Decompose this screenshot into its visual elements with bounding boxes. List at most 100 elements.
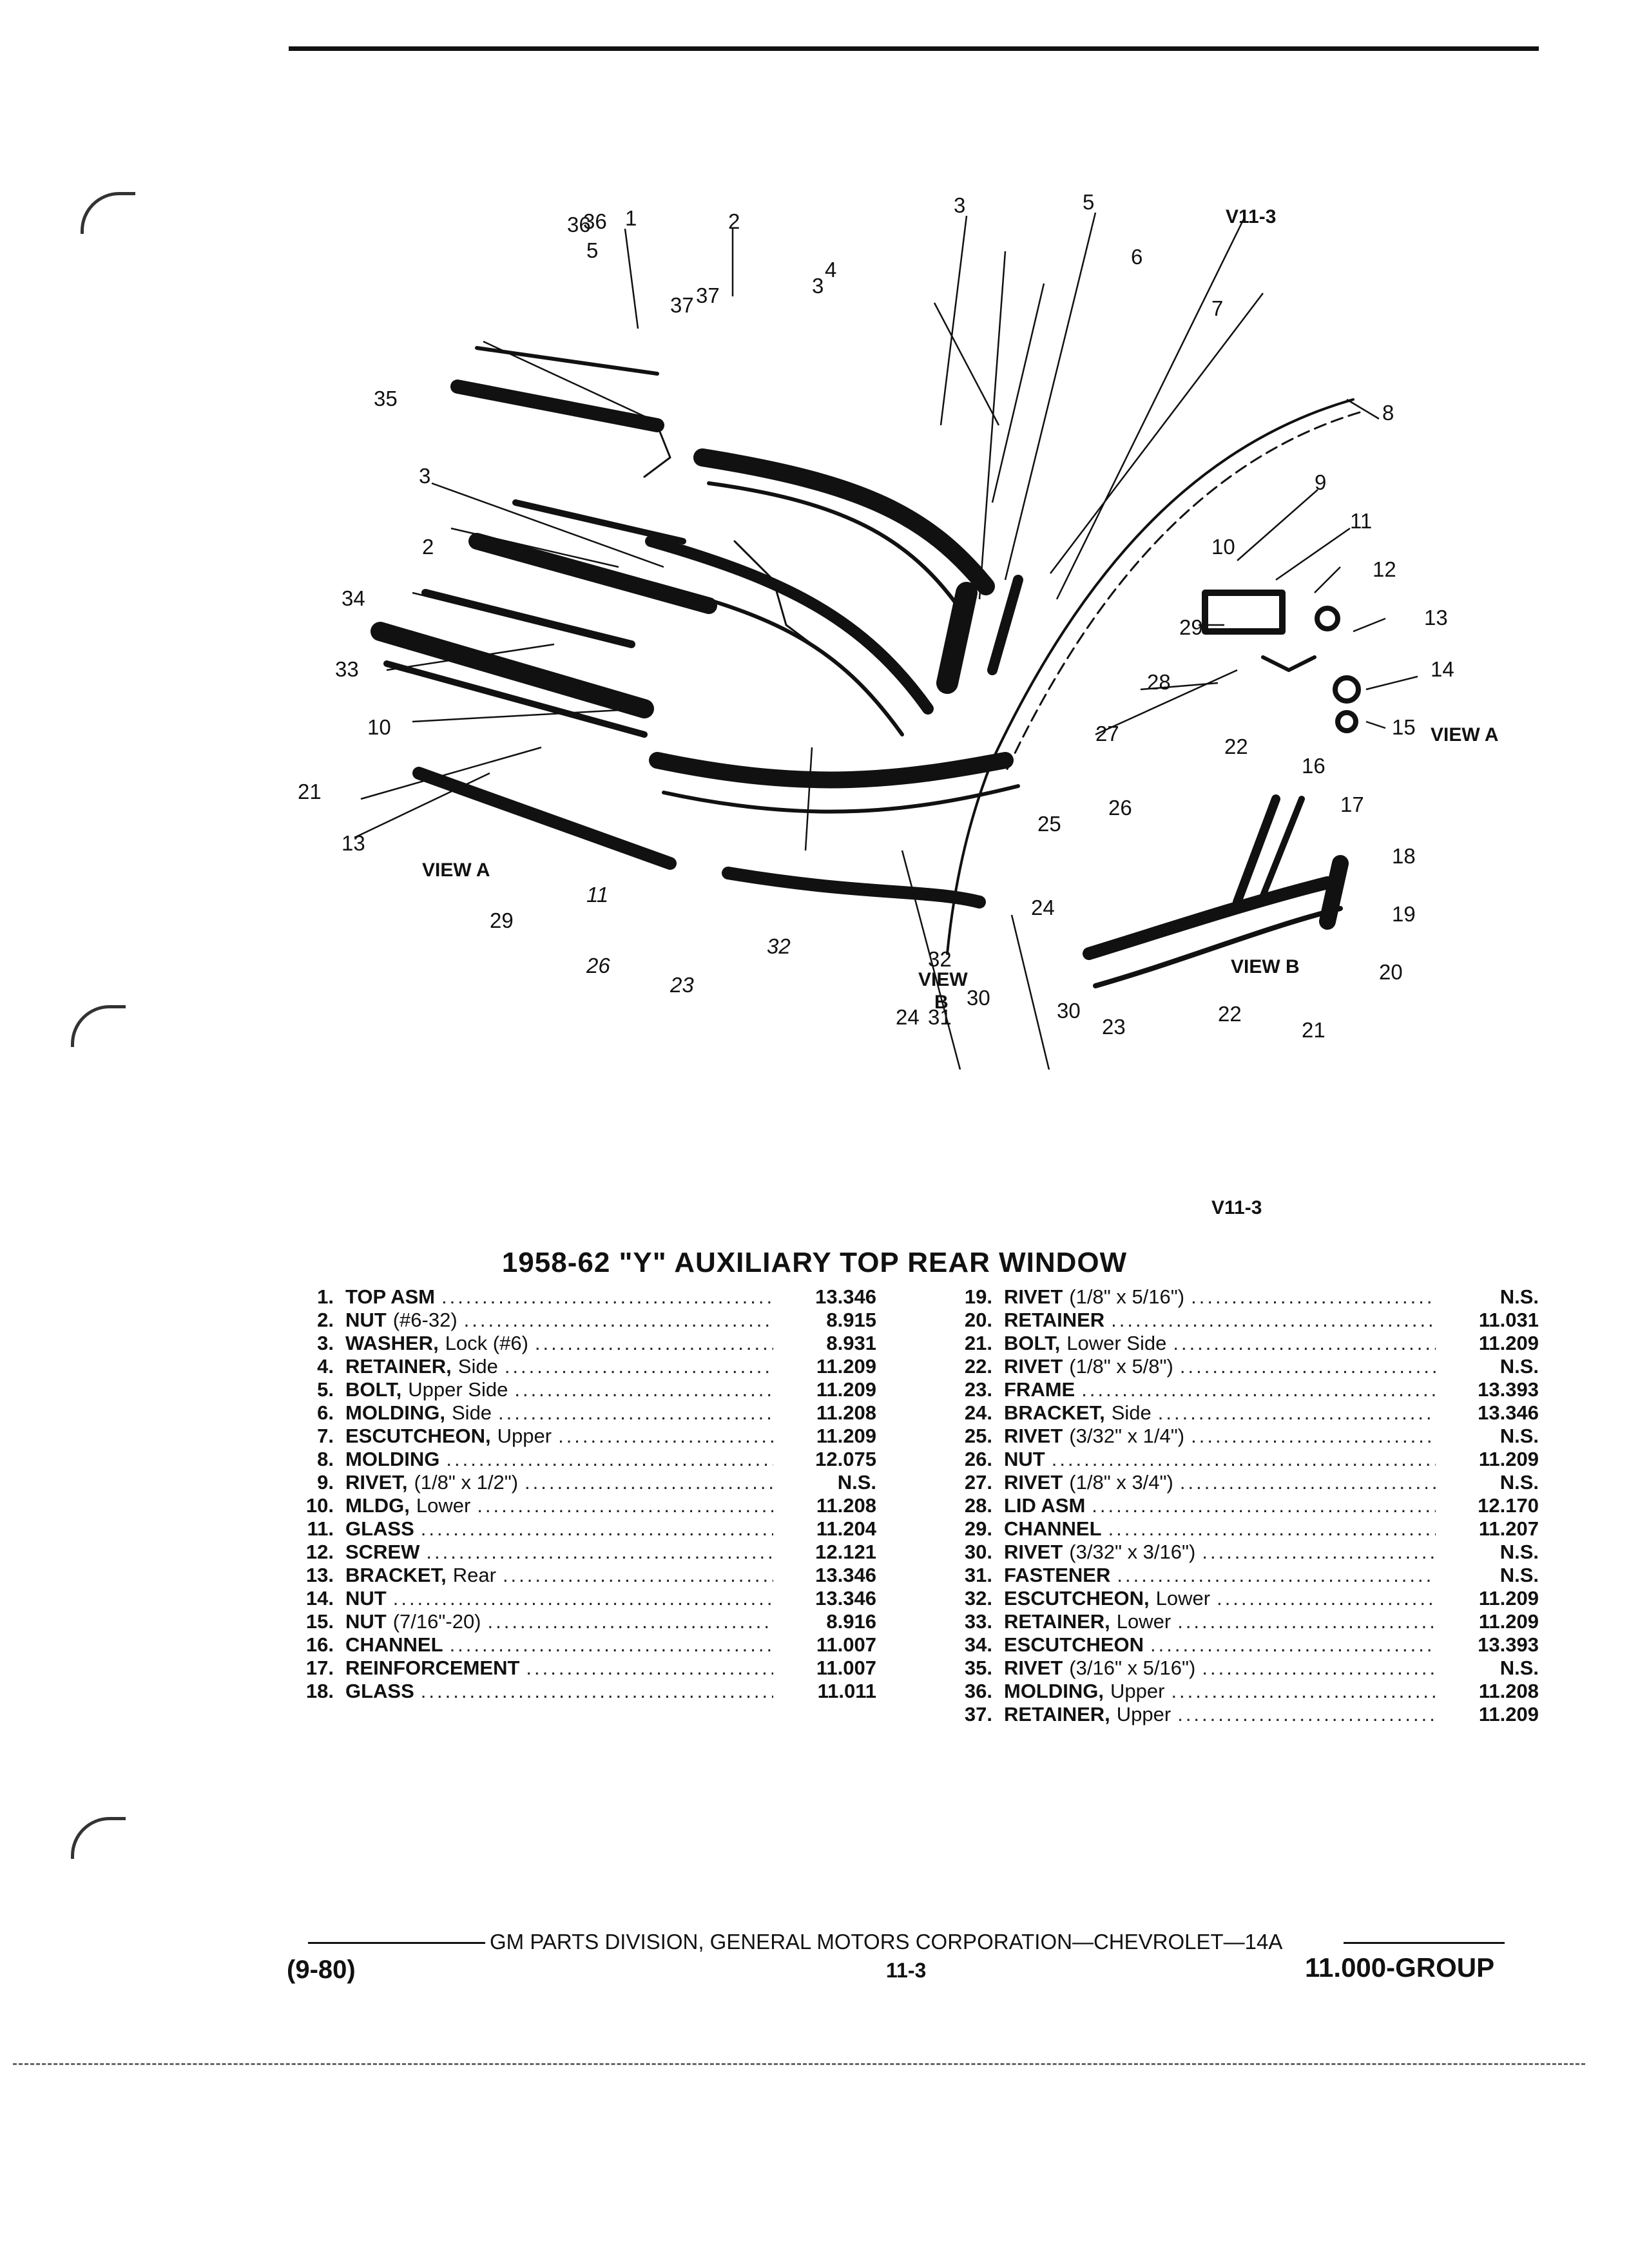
svg-text:11: 11 <box>1350 509 1372 533</box>
group-number: 11.209 <box>816 1355 876 1378</box>
part-number: 27. <box>964 1471 992 1494</box>
part-number: 28. <box>964 1494 992 1517</box>
part-name: ESCUTCHEON, <box>345 1425 491 1447</box>
group-number: 13.346 <box>815 1285 876 1308</box>
svg-text:13: 13 <box>342 831 365 855</box>
svg-text:6: 6 <box>1131 245 1142 269</box>
part-description: (1/8" x 3/4") <box>1069 1471 1173 1494</box>
view-a-label-right: VIEW A <box>1431 724 1499 745</box>
part-number: 34. <box>964 1633 992 1656</box>
group-number: 11.208 <box>1478 1680 1539 1702</box>
group-number: 8.915 <box>826 1309 876 1331</box>
leader-dots <box>1092 1494 1436 1517</box>
part-number: 14. <box>305 1587 334 1610</box>
part-row: 6.MOLDING,Side11.208 <box>284 1401 876 1425</box>
part-name: ESCUTCHEON, <box>1004 1587 1150 1610</box>
parts-list-right: 19.RIVET(1/8" x 5/16")N.S.20.RETAINER11.… <box>942 1285 1539 1726</box>
part-name: CHANNEL <box>345 1633 443 1656</box>
svg-text:22: 22 <box>1224 735 1248 758</box>
part-description: Upper Side <box>408 1378 508 1401</box>
group-number: 11.207 <box>1478 1517 1539 1540</box>
part-number: 12. <box>305 1541 334 1563</box>
part-row: 9.RIVET,(1/8" x 1/2")N.S. <box>284 1471 876 1494</box>
part-row: 34.ESCUTCHEON13.393 <box>942 1633 1539 1657</box>
part-name: RETAINER, <box>345 1355 452 1378</box>
part-row: 24.BRACKET,Side13.346 <box>942 1401 1539 1425</box>
part-name: SCREW <box>345 1541 420 1563</box>
leader-dots <box>1202 1657 1436 1680</box>
part-number: 31. <box>964 1564 992 1586</box>
leader-dots <box>1173 1332 1436 1355</box>
leader-dots <box>503 1564 773 1587</box>
svg-text:9: 9 <box>1315 470 1326 494</box>
part-row: 15.NUT(7/16"-20)8.916 <box>284 1610 876 1633</box>
group-number: 12.121 <box>815 1541 876 1563</box>
part-description: (7/16"-20) <box>392 1610 481 1633</box>
part-row: 31.FASTENERN.S. <box>942 1564 1539 1587</box>
svg-text:24: 24 <box>1031 896 1055 919</box>
footer-division: GM PARTS DIVISION, GENERAL MOTORS CORPOR… <box>490 1930 1283 1954</box>
part-name: RIVET <box>1004 1541 1063 1563</box>
part-name: BRACKET, <box>345 1564 447 1586</box>
part-row: 2.NUT(#6-32)8.915 <box>284 1309 876 1332</box>
svg-text:5: 5 <box>1083 190 1094 214</box>
footer-rule-left <box>308 1942 485 1944</box>
part-number: 1. <box>317 1285 334 1308</box>
part-description: Upper <box>1110 1680 1165 1702</box>
part-number: 22. <box>964 1355 992 1378</box>
part-name: TOP ASM <box>345 1285 435 1308</box>
svg-text:2: 2 <box>422 535 434 559</box>
part-name: FRAME <box>1004 1378 1075 1401</box>
group-number: 11.209 <box>1478 1703 1539 1725</box>
part-row: 16.CHANNEL11.007 <box>284 1633 876 1657</box>
part-description: (3/32" x 3/16") <box>1069 1541 1196 1563</box>
svg-text:3: 3 <box>419 464 430 488</box>
part-row: 18.GLASS11.011 <box>284 1680 876 1703</box>
part-description: (1/8" x 5/8") <box>1069 1355 1173 1378</box>
part-name: MOLDING <box>345 1448 440 1470</box>
part-number: 17. <box>305 1657 334 1679</box>
leader-dots <box>488 1610 773 1633</box>
svg-text:14: 14 <box>1431 657 1454 681</box>
part-description: (1/8" x 1/2") <box>414 1471 519 1494</box>
part-number: 33. <box>964 1610 992 1633</box>
part-row: 23.FRAME13.393 <box>942 1378 1539 1401</box>
svg-text:8: 8 <box>1382 401 1394 425</box>
part-description: Lower Side <box>1066 1332 1167 1354</box>
svg-text:10: 10 <box>367 715 391 739</box>
svg-text:30: 30 <box>967 986 990 1010</box>
part-number: 32. <box>964 1587 992 1610</box>
leader-dots <box>421 1517 773 1541</box>
leader-dots <box>514 1378 773 1401</box>
part-number: 29. <box>964 1517 992 1540</box>
group-number: N.S. <box>1499 1564 1539 1586</box>
group-number: 11.208 <box>816 1494 876 1517</box>
part-number: 26. <box>964 1448 992 1470</box>
svg-text:31: 31 <box>928 1005 952 1029</box>
svg-text:20: 20 <box>1379 960 1403 984</box>
group-number: 11.209 <box>1478 1610 1539 1633</box>
group-number: N.S. <box>1499 1285 1539 1308</box>
part-description: Upper <box>497 1425 552 1447</box>
part-description: (1/8" x 5/16") <box>1069 1285 1185 1308</box>
group-number: N.S. <box>837 1471 876 1494</box>
leader-dots <box>526 1657 773 1680</box>
part-number: 10. <box>305 1494 334 1517</box>
leader-dots <box>1171 1680 1436 1703</box>
group-number: 11.204 <box>816 1517 876 1540</box>
part-description: Lower <box>1116 1610 1171 1633</box>
leader-dots <box>1177 1610 1436 1633</box>
svg-text:37: 37 <box>696 284 720 307</box>
svg-text:3: 3 <box>812 274 824 298</box>
part-row: 37.RETAINER,Upper11.209 <box>942 1703 1539 1726</box>
part-name: MLDG, <box>345 1494 410 1517</box>
part-number: 15. <box>305 1610 334 1633</box>
leader-dots <box>535 1332 773 1355</box>
leader-dots <box>498 1401 773 1425</box>
part-name: BOLT, <box>345 1378 402 1401</box>
group-number: 11.209 <box>1478 1448 1539 1470</box>
part-number: 23. <box>964 1378 992 1401</box>
part-name: RIVET, <box>345 1471 408 1494</box>
leader-dots <box>558 1425 773 1448</box>
part-description: Side <box>458 1355 498 1378</box>
